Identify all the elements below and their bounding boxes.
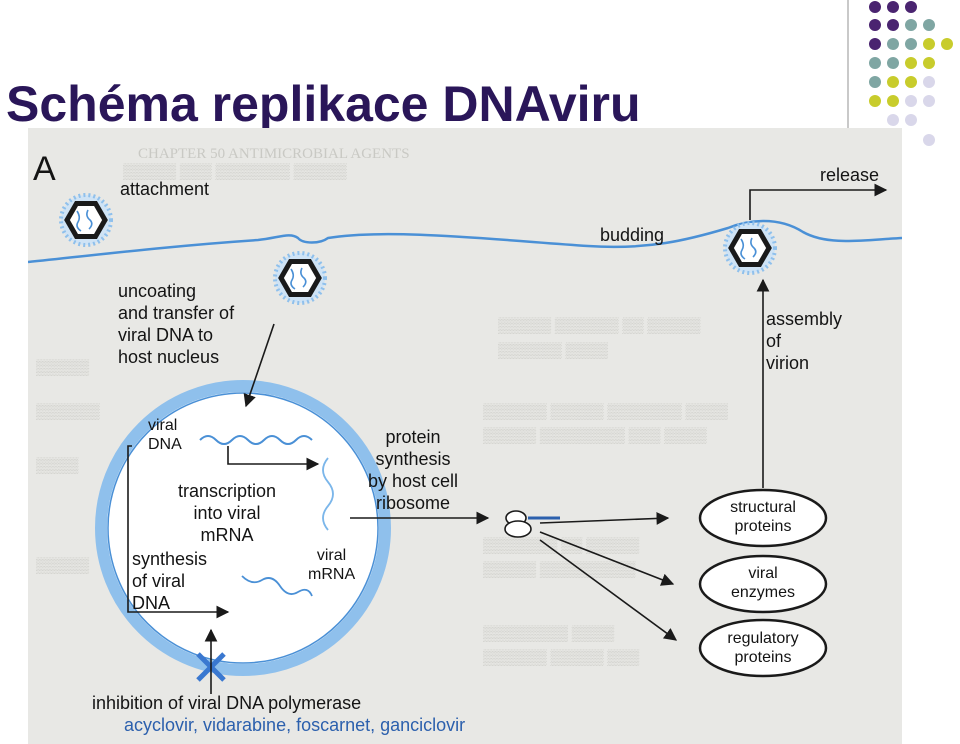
decorative-dot [923, 19, 935, 31]
decorative-dot [869, 38, 881, 50]
decorative-dot [905, 38, 917, 50]
background-scan-text: ▒▒▒▒ [36, 458, 79, 474]
background-scan-text: ▒▒▒▒▒▒ [36, 404, 100, 420]
decorative-dot [923, 57, 935, 69]
decorative-dot [869, 19, 881, 31]
decorative-dot [905, 95, 917, 107]
background-scan-text: ▒▒▒▒▒▒▒ ▒▒ ▒▒▒▒▒ [483, 538, 640, 554]
decorative-dot [869, 95, 881, 107]
virion-attached [61, 195, 111, 245]
decorative-dot [905, 76, 917, 88]
slide-title: Schéma replikace DNAviru [6, 76, 641, 130]
background-scan-text: CHAPTER 50 ANTIMICROBIAL AGENTS [138, 146, 410, 162]
label-protein-synthesis: protein synthesis by host cell ribosome [368, 427, 459, 513]
decorative-dot [923, 95, 935, 107]
viral-mrna-strand [241, 575, 313, 597]
background-scan-text: ▒▒▒▒▒ ▒▒▒ ▒▒▒▒▒▒▒ ▒▒▒▒▒ [123, 164, 347, 180]
label-viral-mrna: viral mRNA [308, 547, 356, 583]
viral-dna-strand [199, 435, 313, 445]
ribosome [504, 510, 560, 538]
label-structural-proteins: structural proteins [730, 499, 796, 535]
decorative-dot [923, 76, 935, 88]
decorative-dot [887, 38, 899, 50]
panel-letter: A [33, 150, 56, 188]
background-scan-text: ▒▒▒▒▒ [36, 360, 90, 376]
background-scan-text: ▒▒▒▒▒ ▒▒▒▒▒▒▒▒ ▒▒▒ ▒▒▒▒ [483, 428, 707, 444]
background-scan-text: ▒▒▒▒▒▒ ▒▒▒▒ [498, 343, 609, 359]
decorative-dot [887, 114, 899, 126]
oval-regulatory-proteins [698, 618, 828, 678]
label-transcription: transcription into viral mRNA [178, 481, 277, 545]
label-release: release [820, 165, 880, 185]
label-assembly: assembly of virion [766, 309, 843, 373]
background-scan-text: ▒▒▒▒▒ ▒▒▒▒▒▒ ▒▒ ▒▒▒▒▒ [498, 318, 701, 334]
viral-mrna-strand [322, 457, 334, 531]
decorative-dot [887, 76, 899, 88]
decorative-dot [941, 38, 953, 50]
arrow-uncoat-to-nucleus [243, 323, 275, 408]
arrow-release [749, 183, 888, 220]
virion-budding [725, 223, 775, 273]
decorative-dot [905, 1, 917, 13]
decorative-dot [869, 76, 881, 88]
label-viral-enzymes: viral enzymes [730, 565, 796, 601]
host-nucleus [95, 380, 391, 676]
background-scan-text: ▒▒▒▒▒ [36, 558, 90, 574]
label-synthesis: synthesis of viral DNA [132, 549, 208, 613]
replication-diagram: CHAPTER 50 ANTIMICROBIAL AGENTS ▒▒▒▒▒ ▒▒… [28, 128, 902, 744]
decorative-dot [923, 38, 935, 50]
label-budding: budding [600, 225, 665, 245]
decorative-dot [905, 114, 917, 126]
decorative-dot [905, 19, 917, 31]
label-uncoating: uncoating and transfer of viral DNA to h… [118, 281, 235, 367]
oval-structural-proteins [698, 488, 828, 548]
label-regulatory-proteins: regulatory proteins [727, 630, 799, 666]
virion-uncoating [275, 253, 325, 303]
background-scan-text: ▒▒▒▒▒▒▒▒ ▒▒▒▒ [483, 626, 615, 642]
decorative-dot [887, 57, 899, 69]
background-scan-text: ▒▒▒▒▒▒ ▒▒▒▒▒ ▒▒▒ [483, 650, 640, 666]
label-drugs: acyclovir, vidarabine, foscarnet, gancic… [124, 715, 466, 735]
decorative-dot [869, 57, 881, 69]
label-inhibition: inhibition of viral DNA polymerase [92, 693, 362, 713]
oval-viral-enzymes [698, 554, 828, 614]
decorative-dot [887, 1, 899, 13]
cell-membrane [28, 219, 902, 264]
decorative-dot-grid [869, 1, 953, 146]
vertical-divider [847, 0, 849, 128]
decorative-dot [869, 1, 881, 13]
background-scan-text: ▒▒▒▒▒▒ ▒▒▒▒▒ ▒▒▒▒▒▒▒ ▒▒▒▒ [483, 404, 729, 420]
background-scan-text: ▒▒▒▒▒ ▒▒▒▒▒▒▒▒▒ [483, 562, 636, 578]
decorative-dot [887, 19, 899, 31]
label-attachment: attachment [120, 179, 210, 199]
decorative-dot [887, 95, 899, 107]
decorative-dot [905, 57, 917, 69]
diagram-graphics [28, 183, 902, 694]
label-viral-dna: viral DNA [148, 417, 182, 453]
decorative-dot [923, 134, 935, 146]
